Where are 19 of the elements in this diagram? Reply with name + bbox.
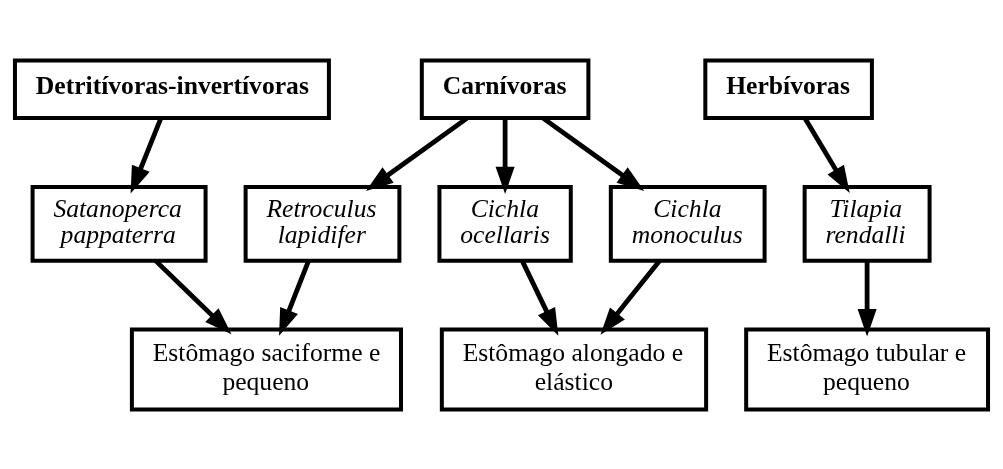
arrow <box>803 116 850 193</box>
arrow <box>600 258 662 335</box>
node-box: Herbívoras <box>703 57 874 120</box>
arrow <box>857 260 877 336</box>
node-box: Cichla monoculus <box>608 184 767 263</box>
node-box: Tilapia rendalli <box>802 184 932 263</box>
node-box: Detritívoras-invertívoras <box>12 57 331 120</box>
node-box: Estômago tubular e pequeno <box>744 327 991 412</box>
node-box: Estômago alongado e elástico <box>439 327 709 412</box>
node-box: Estômago saciforme e pequeno <box>129 327 403 412</box>
arrow <box>519 259 559 336</box>
arrow <box>153 258 232 334</box>
node-box: Cichla ocellaris <box>437 184 573 263</box>
arrow <box>130 117 163 194</box>
node-box: Retroculus lapidifer <box>243 184 402 263</box>
arrow <box>279 259 311 336</box>
node-box: Carnívoras <box>419 57 591 120</box>
arrow <box>495 118 515 194</box>
node-box: Satanoperca pappaterra <box>30 184 208 263</box>
